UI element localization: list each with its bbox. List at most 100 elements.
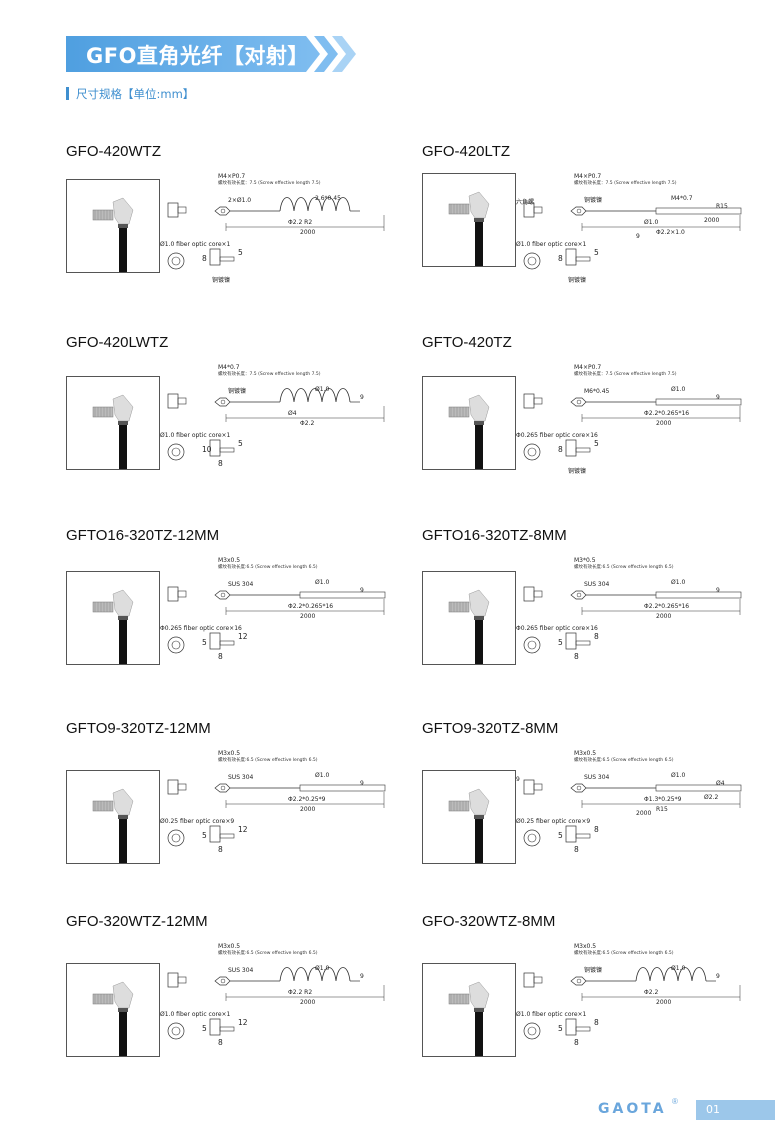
dimension-label: Φ2.2×1.0 <box>656 229 685 236</box>
product-photo <box>422 963 516 1057</box>
dimension-label: Φ2.2*0.25*9 <box>288 796 326 803</box>
dimension-label: 2000 <box>656 999 672 1006</box>
dimension-label: Φ2.2 <box>644 989 659 996</box>
dimension-label: R15 <box>656 806 668 813</box>
dimension-label: 9 <box>360 587 364 594</box>
bottom-dimension: 5 <box>202 638 207 647</box>
bottom-dimension: 8 <box>574 1038 579 1047</box>
product-photo <box>66 963 160 1057</box>
fiber-core-spec: Φ0.265 fiber optic core×16 <box>160 625 242 632</box>
dimension-label: 2000 <box>636 810 652 817</box>
bottom-dimension: 5 <box>238 248 243 257</box>
bottom-dimension: 5 <box>238 439 243 448</box>
dimension-label: R15 <box>716 203 728 210</box>
dimension-label: 2.6*0.45 <box>315 195 341 202</box>
page-number: 01 <box>706 1103 720 1116</box>
page-number-badge: 01 <box>696 1100 775 1120</box>
page-banner: GFO直角光纤【对射】 <box>66 36 366 72</box>
dimension-label: 2000 <box>704 217 720 224</box>
dimension-label: Ø1.0 <box>315 579 330 586</box>
product-photo <box>422 770 516 864</box>
bottom-dimension: 8 <box>558 254 563 263</box>
product-model: GFTO9-320TZ-8MM <box>422 720 559 737</box>
dimension-label: Ø1.0 <box>315 965 330 972</box>
bottom-dimension: 10 <box>202 445 212 454</box>
thread-spec: M3*0.5 <box>574 557 596 564</box>
fiber-core-spec: Φ0.265 fiber optic core×16 <box>516 625 598 632</box>
subtitle-marker <box>66 87 69 100</box>
product-photo <box>422 571 516 665</box>
dimension-label: Ø1.0 <box>671 579 686 586</box>
dimension-label: 9 <box>360 780 364 787</box>
dimension-label: Φ1.3*0.25*9 <box>644 796 682 803</box>
dimension-label: 9 <box>716 394 720 401</box>
dimension-label: SUS 304 <box>228 967 254 974</box>
bottom-dimension: 8 <box>594 1018 599 1027</box>
screw-length-note: 螺纹有效长度：7.5 (Screw effective length 7.5) <box>218 372 321 377</box>
product-photo <box>422 173 516 267</box>
bottom-dimension: 12 <box>238 825 248 834</box>
dimension-label: Φ2.2*0.265*16 <box>644 410 690 417</box>
fiber-core-spec: Ø1.0 fiber optic core×1 <box>160 241 231 248</box>
product-model: GFTO-420TZ <box>422 334 512 351</box>
dimension-label: 2000 <box>300 229 316 236</box>
dimension-label: Φ2.2 <box>300 420 315 427</box>
material-note: 铜镀镍 <box>568 468 587 475</box>
dimension-label: 铜镀镍 <box>228 388 247 395</box>
dimension-label: 2×Ø1.0 <box>228 197 252 204</box>
bottom-dimension: 8 <box>594 632 599 641</box>
dimension-label: 9 <box>516 776 520 783</box>
dimension-label: Ø1.0 <box>315 772 330 779</box>
product-photo <box>66 179 160 273</box>
dimension-label: 2000 <box>656 613 672 620</box>
fiber-core-spec: Ø0.25 fiber optic core×9 <box>516 818 591 825</box>
screw-length-note: 螺纹有效长度:6.5 (Screw effective length 6.5) <box>574 951 674 956</box>
thread-spec: M4*0.7 <box>218 364 240 371</box>
dimension-label: Ø1.0 <box>315 386 330 393</box>
dimension-label: 9 <box>360 394 364 401</box>
bottom-dimension: 5 <box>202 831 207 840</box>
dimension-label: M4*0.7 <box>671 195 693 202</box>
dimension-label: 9 <box>716 973 720 980</box>
screw-length-note: 螺纹有效长度:6.5 (Screw effective length 6.5) <box>574 758 674 763</box>
bottom-dimension: 8 <box>218 845 223 854</box>
bottom-dimension: 8 <box>558 445 563 454</box>
dimension-label: SUS 304 <box>584 581 610 588</box>
dimension-label: 铜镀镍 <box>584 197 603 204</box>
screw-length-note: 螺纹有效长度:6.5 (Screw effective length 6.5) <box>218 758 318 763</box>
dimension-label: Ø1.0 <box>671 386 686 393</box>
dimension-label: 2000 <box>656 420 672 427</box>
product-photo <box>66 770 160 864</box>
thread-spec: M3x0.5 <box>218 557 241 564</box>
bottom-dimension: 5 <box>558 1024 563 1033</box>
dimension-label: M6*0.45 <box>584 388 610 395</box>
screw-length-note: 螺纹有效长度：7.5 (Screw effective length 7.5) <box>574 372 677 377</box>
thread-spec: M4×P0.7 <box>218 173 246 180</box>
dimension-label: Φ2.2 R2 <box>288 989 313 996</box>
bottom-dimension: 12 <box>238 632 248 641</box>
dimension-label: Ø1.0 <box>644 219 659 226</box>
dimension-label: Ø1.0 <box>671 965 686 972</box>
screw-length-note: 螺纹有效长度:6.5 (Screw effective length 6.5) <box>574 565 674 570</box>
dimension-label: Φ2.2*0.265*16 <box>288 603 334 610</box>
dimension-label: 2000 <box>300 613 316 620</box>
product-model: GFO-320WTZ-12MM <box>66 913 208 930</box>
bottom-dimension: 5 <box>594 439 599 448</box>
bottom-dimension: 8 <box>218 1038 223 1047</box>
thread-spec: M4×P0.7 <box>574 364 602 371</box>
product-model: GFTO16-320TZ-8MM <box>422 527 567 544</box>
product-model: GFO-420LTZ <box>422 143 511 160</box>
fiber-core-spec: Φ0.265 fiber optic core×16 <box>516 432 598 439</box>
